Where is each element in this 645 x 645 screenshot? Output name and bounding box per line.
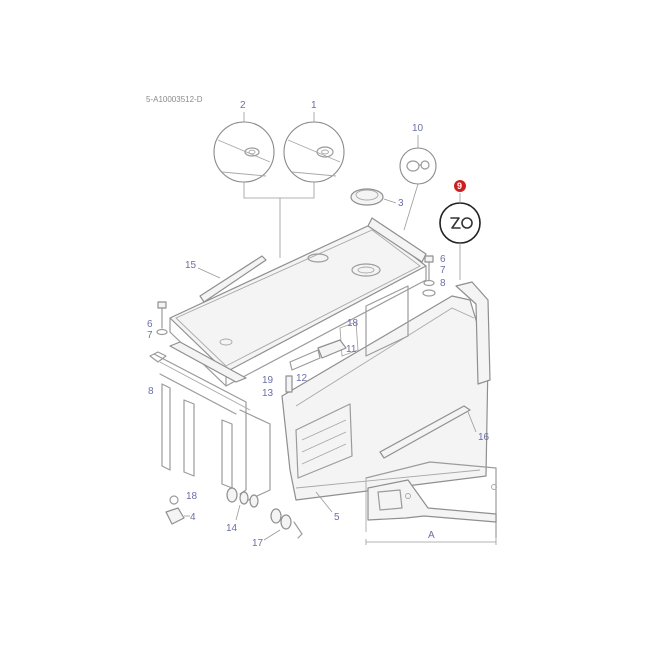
label-16: 16 xyxy=(478,432,490,443)
label-3: 3 xyxy=(398,198,404,209)
label-8-left: 8 xyxy=(148,386,154,397)
label-18-upper: 18 xyxy=(347,318,359,329)
lock-17[interactable] xyxy=(270,508,303,539)
label-4: 4 xyxy=(190,512,196,523)
label-10: 10 xyxy=(412,123,424,134)
label-2: 2 xyxy=(240,100,246,111)
rubber-strip-16[interactable] xyxy=(379,405,471,459)
detail-callout-2[interactable] xyxy=(213,121,275,183)
seal-strip-15[interactable] xyxy=(199,255,267,303)
drawing-reference-code: 5-A10003512-D xyxy=(146,95,203,104)
bolt-washer-left[interactable] xyxy=(156,301,168,336)
bracket-4[interactable] xyxy=(165,495,185,525)
nut-left[interactable] xyxy=(149,351,167,363)
hood-side-panel[interactable] xyxy=(281,295,489,501)
label-12: 12 xyxy=(296,373,308,384)
highlight-badge-9[interactable] xyxy=(454,180,466,192)
label-6-right: 6 xyxy=(440,254,446,265)
detail-callout-1[interactable] xyxy=(283,121,345,183)
label-13: 13 xyxy=(262,388,274,399)
filler-cap-part[interactable] xyxy=(350,188,384,206)
label-7-left: 7 xyxy=(147,330,153,341)
lower-hardware-14[interactable] xyxy=(226,487,259,508)
detail-callout-10[interactable] xyxy=(399,147,437,185)
detail-callout-9[interactable] xyxy=(439,202,481,244)
label-8-right: 8 xyxy=(440,278,446,289)
pin-13[interactable] xyxy=(285,375,293,393)
left-frame-structure[interactable] xyxy=(153,353,271,503)
lid-lower-rail[interactable] xyxy=(169,341,247,383)
label-5: 5 xyxy=(334,512,340,523)
label-19: 19 xyxy=(262,375,274,386)
detail-view-a[interactable] xyxy=(365,461,497,545)
lid-seal-strip[interactable] xyxy=(367,217,427,263)
label-11: 11 xyxy=(346,344,357,355)
label-15: 15 xyxy=(185,260,197,271)
label-14: 14 xyxy=(226,523,238,534)
latch-part[interactable] xyxy=(317,339,347,359)
label-7-right: 7 xyxy=(440,265,446,276)
rubber-edge-profile[interactable] xyxy=(455,281,491,385)
label-1: 1 xyxy=(311,100,317,111)
bolt-washer-right[interactable] xyxy=(422,255,436,297)
label-6-left: 6 xyxy=(147,319,153,330)
label-18-lower: 18 xyxy=(186,491,198,502)
top-cover-panel[interactable] xyxy=(169,223,427,387)
small-plate[interactable] xyxy=(289,349,321,371)
label-9: 9 xyxy=(457,181,462,191)
label-dimension-a: A xyxy=(428,530,435,541)
label-17: 17 xyxy=(252,538,264,549)
